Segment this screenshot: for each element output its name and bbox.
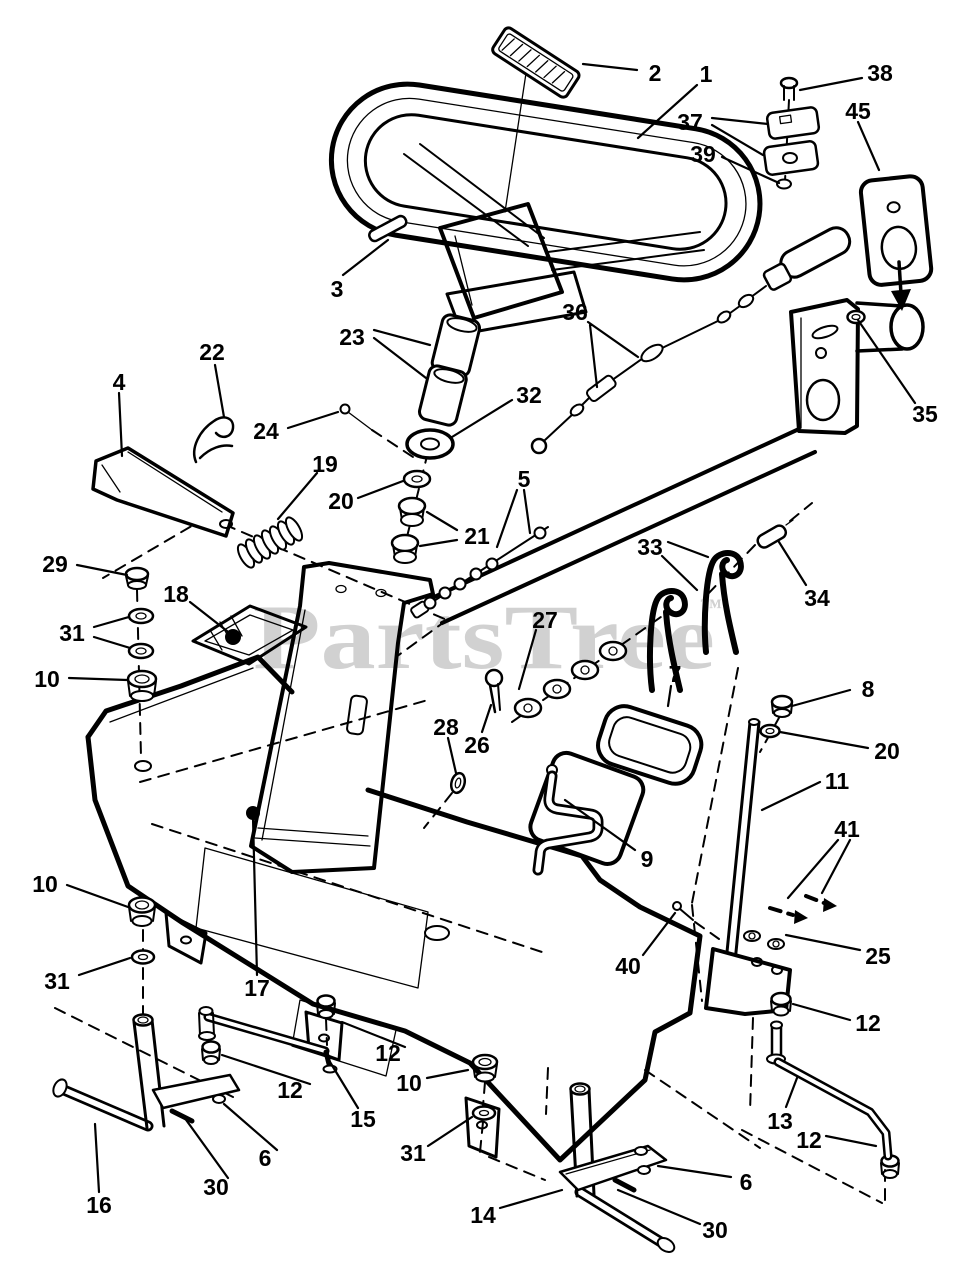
part-callout-12: 12 xyxy=(277,1077,303,1103)
hardware-column-bottom-center xyxy=(471,1053,499,1121)
compression-spring xyxy=(236,516,304,569)
pin-40 xyxy=(672,901,694,921)
seat-crank xyxy=(532,764,604,876)
roll-pin xyxy=(368,214,408,243)
part-callout-2: 2 xyxy=(649,60,662,86)
part-callout-25: 25 xyxy=(865,943,891,969)
steering-wheel xyxy=(328,59,763,336)
part-callout-5: 5 xyxy=(518,466,531,492)
steering-shaft-assembly xyxy=(430,298,925,625)
tie-rod xyxy=(198,1006,338,1074)
part-callout-23: 23 xyxy=(339,324,365,350)
grommet xyxy=(449,771,467,795)
part-callout-10: 10 xyxy=(396,1070,422,1096)
part-callout-4: 4 xyxy=(113,369,126,395)
part-callout-20: 20 xyxy=(328,488,354,514)
part-callout-21: 21 xyxy=(464,523,490,549)
drag-link xyxy=(766,1020,893,1161)
washer-set-27 xyxy=(513,640,628,719)
bushing-12-top-right xyxy=(770,991,792,1017)
part-callout-31: 31 xyxy=(44,968,70,994)
part-callout-37: 37 xyxy=(677,109,703,135)
hardware-column-bottom-left xyxy=(127,896,157,965)
part-callout-41: 41 xyxy=(834,816,860,842)
steering-pedestal-tower xyxy=(249,561,435,874)
cover-plate xyxy=(858,174,934,287)
column-washer-stack xyxy=(339,403,455,564)
part-callout-20: 20 xyxy=(874,738,900,764)
part-callout-7: 7 xyxy=(669,661,682,687)
insert-arrow xyxy=(891,260,911,311)
steering-cable-assembly xyxy=(530,226,852,455)
cotter-pin xyxy=(484,668,504,714)
part-callout-40: 40 xyxy=(615,953,641,979)
spindle-right xyxy=(558,1082,676,1253)
part-callout-17: 17 xyxy=(244,975,270,1001)
part-callout-10: 10 xyxy=(32,871,58,897)
part-callout-6: 6 xyxy=(259,1145,272,1171)
part-callout-31: 31 xyxy=(400,1140,426,1166)
part-callout-35: 35 xyxy=(912,401,938,427)
support-rod-assembly xyxy=(704,694,794,1016)
main-frame-plate xyxy=(85,654,703,1163)
seat-ring xyxy=(596,704,704,786)
part-callout-13: 13 xyxy=(767,1108,793,1134)
part-callout-36: 36 xyxy=(562,299,588,325)
part-callout-31: 31 xyxy=(59,620,85,646)
part-callout-1: 1 xyxy=(700,61,713,87)
part-callout-15: 15 xyxy=(350,1106,376,1132)
part-callout-26: 26 xyxy=(464,732,490,758)
pivot-bracket xyxy=(91,446,235,538)
watermark-text: PartsTree xyxy=(253,586,715,688)
hairpin-cotter xyxy=(193,416,235,464)
part-callout-24: 24 xyxy=(253,418,279,444)
direction-arrows xyxy=(768,894,837,924)
part-callout-30: 30 xyxy=(702,1217,728,1243)
part-callout-11: 11 xyxy=(825,768,850,794)
part-callout-29: 29 xyxy=(42,551,68,577)
part-callout-22: 22 xyxy=(199,339,225,365)
fork-clip-right xyxy=(701,550,744,655)
part-callout-14: 14 xyxy=(470,1202,496,1228)
part-callout-12: 12 xyxy=(375,1040,401,1066)
bushing-12-center xyxy=(316,994,336,1019)
part-callout-27: 27 xyxy=(532,607,558,633)
hardware-column-left xyxy=(124,566,158,772)
part-callout-38: 38 xyxy=(867,60,893,86)
part-callout-34: 34 xyxy=(804,585,830,611)
bushing-12-left xyxy=(201,1040,221,1065)
wheel-clamp-hardware xyxy=(762,76,821,190)
fork-clip-left xyxy=(647,588,688,693)
part-callout-39: 39 xyxy=(690,141,716,167)
part-callout-12: 12 xyxy=(855,1010,881,1036)
part-callout-18: 18 xyxy=(163,581,189,607)
clevis-pin xyxy=(756,519,794,549)
part-callout-8: 8 xyxy=(862,676,875,702)
ball-link-rod xyxy=(410,526,549,619)
support-tubes xyxy=(417,313,482,427)
part-callout-3: 3 xyxy=(331,276,344,302)
part-callout-10: 10 xyxy=(34,666,60,692)
steering-wheel-decal xyxy=(491,26,581,99)
spindle-left xyxy=(52,1013,241,1132)
part-callout-16: 16 xyxy=(86,1192,112,1218)
part-callout-28: 28 xyxy=(433,714,459,740)
frame-decal xyxy=(191,604,308,666)
part-callout-45: 45 xyxy=(845,98,871,124)
part-callout-32: 32 xyxy=(516,382,542,408)
part-callout-9: 9 xyxy=(641,846,654,872)
part-callout-19: 19 xyxy=(312,451,338,477)
part-callout-33: 33 xyxy=(637,534,663,560)
part-callout-6: 6 xyxy=(740,1169,753,1195)
callout-leader-lines xyxy=(65,62,917,1226)
part-callout-12: 12 xyxy=(796,1127,822,1153)
part-callout-30: 30 xyxy=(203,1174,229,1200)
